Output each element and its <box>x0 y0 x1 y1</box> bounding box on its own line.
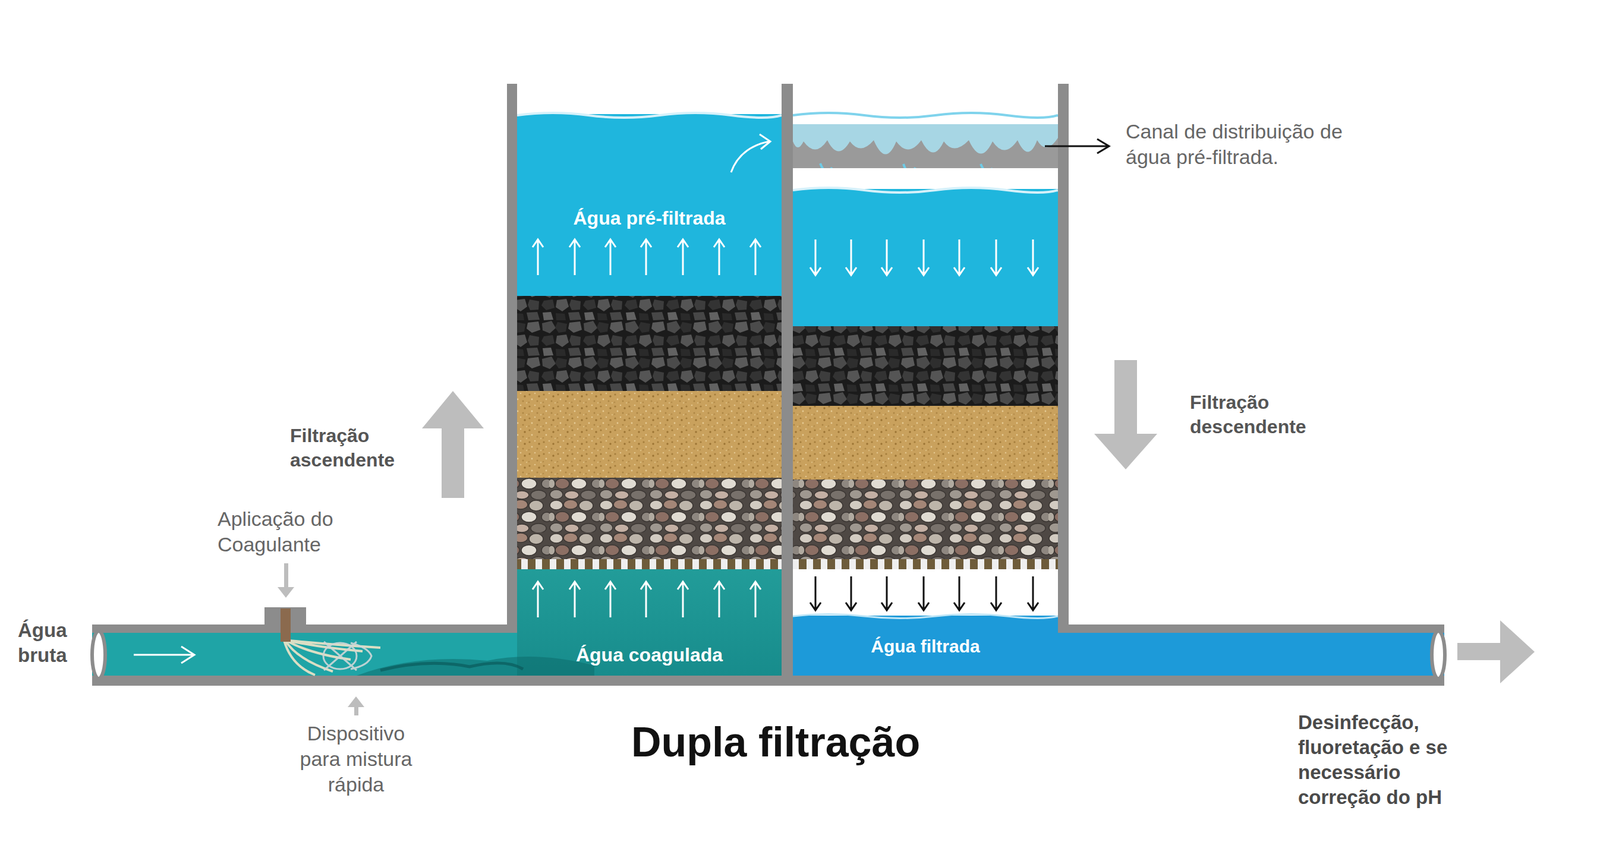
treatment-label: Desinfecção, fluoretação e se necessário… <box>1298 710 1477 811</box>
band-label: Água coagulada <box>575 644 723 667</box>
upflow-label: Filtração ascendente <box>290 423 417 472</box>
band-label: Água pré-filtrada <box>572 207 726 230</box>
filtered-water-band: Água filtrada <box>792 618 1058 676</box>
band-label: Água filtrada <box>870 636 980 657</box>
prefiltered-water-band: Água pré-filtrada <box>517 202 782 235</box>
inlet-label: Água bruta <box>17 618 102 669</box>
mixer-label: Dispositivo para mistura rápida <box>290 720 422 799</box>
channel-label: Canal de distribuição de água pré-filtra… <box>1125 118 1364 170</box>
diagram-title: Dupla filtração <box>631 716 921 770</box>
downflow-label: Filtração descendente <box>1189 390 1345 439</box>
coagulant-label: Aplicação do Coagulante <box>217 506 364 558</box>
coagulated-water-band: Água coagulada <box>517 634 782 676</box>
